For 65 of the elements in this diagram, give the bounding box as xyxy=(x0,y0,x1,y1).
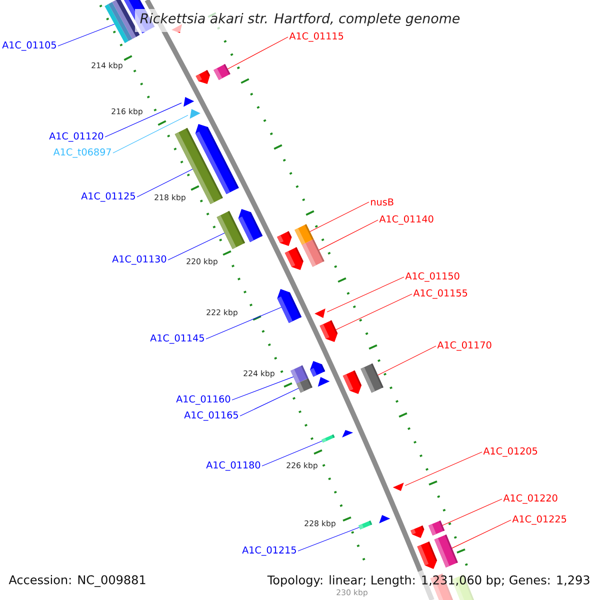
gene-box xyxy=(214,64,230,80)
leader-line xyxy=(262,440,322,466)
gene-label: A1C_01120 xyxy=(49,132,104,142)
gene-label: A1C_t06897 xyxy=(53,148,111,158)
gene-label: A1C_01105 xyxy=(2,41,56,51)
gene-label: A1C_01145 xyxy=(150,334,204,344)
gene-box xyxy=(358,520,372,530)
leader-line xyxy=(168,232,225,260)
gene-pentagon xyxy=(277,231,292,246)
gene-label: A1C_01150 xyxy=(405,272,460,282)
gene-triangle xyxy=(314,308,326,318)
gene-pentagon xyxy=(410,526,424,538)
leader-line xyxy=(310,202,370,232)
leader-line xyxy=(240,388,299,416)
gene-label: A1C_01160 xyxy=(176,395,230,405)
gene-pentagon xyxy=(277,289,302,323)
gene-box xyxy=(434,534,458,568)
gene-box xyxy=(296,378,312,393)
gene-label: A1C_01220 xyxy=(503,494,558,504)
leader-line xyxy=(452,520,512,548)
map-title: Rickettsia akari str. Hartford, complete genome xyxy=(135,9,465,32)
gene-pentagon xyxy=(284,247,304,270)
gene-pentagon xyxy=(310,361,326,377)
leader-line xyxy=(404,452,482,486)
gene-triangle xyxy=(190,109,200,119)
gene-label: A1C_01170 xyxy=(437,341,492,351)
gene-box xyxy=(104,0,140,44)
gene-triangle xyxy=(318,377,330,387)
leader-line xyxy=(442,498,502,526)
gene-pentagon xyxy=(320,320,338,342)
leader-line xyxy=(112,114,188,154)
gene-triangle xyxy=(392,482,404,491)
gene-label: A1C_01205 xyxy=(483,447,538,457)
gene-triangle xyxy=(342,430,354,438)
gene-pentagon xyxy=(417,542,438,569)
leader-line xyxy=(336,294,412,330)
footer-text: Topology: linear; Length: 1,231,060 bp; Genes: 1,293 xyxy=(267,575,590,587)
leader-line xyxy=(318,220,378,250)
gene-box xyxy=(428,520,445,536)
gene-label: A1C_01180 xyxy=(206,461,260,471)
gene-triangle xyxy=(184,97,194,107)
leader-line xyxy=(227,36,288,70)
gene-label: A1C_01165 xyxy=(184,411,238,421)
gene-label: A1C_01225 xyxy=(512,515,566,525)
gene-label: A1C_01115 xyxy=(289,32,344,42)
gene-label: A1C_01155 xyxy=(413,289,468,299)
footer-text: Accession: NC_009881 xyxy=(8,575,146,587)
gene-label: A1C_01215 xyxy=(242,546,296,556)
leader-line xyxy=(378,346,436,376)
gene-pentagon xyxy=(196,70,210,84)
gene-label: A1C_01125 xyxy=(81,192,135,202)
gene-box xyxy=(322,434,335,443)
leader-line xyxy=(326,276,404,312)
gene-label: nusB xyxy=(371,198,394,206)
gene-label: A1C_01140 xyxy=(379,215,434,225)
gene-label: A1C_01130 xyxy=(112,255,166,265)
leader-line xyxy=(206,306,282,340)
gene-pentagon xyxy=(238,209,263,242)
leader-line xyxy=(232,376,294,400)
gene-box xyxy=(360,363,384,393)
gene-triangle xyxy=(379,515,390,524)
gene-pentagon xyxy=(195,124,239,194)
leader-line xyxy=(104,102,182,138)
gene-box xyxy=(302,239,324,267)
gene-pentagon xyxy=(342,370,362,394)
